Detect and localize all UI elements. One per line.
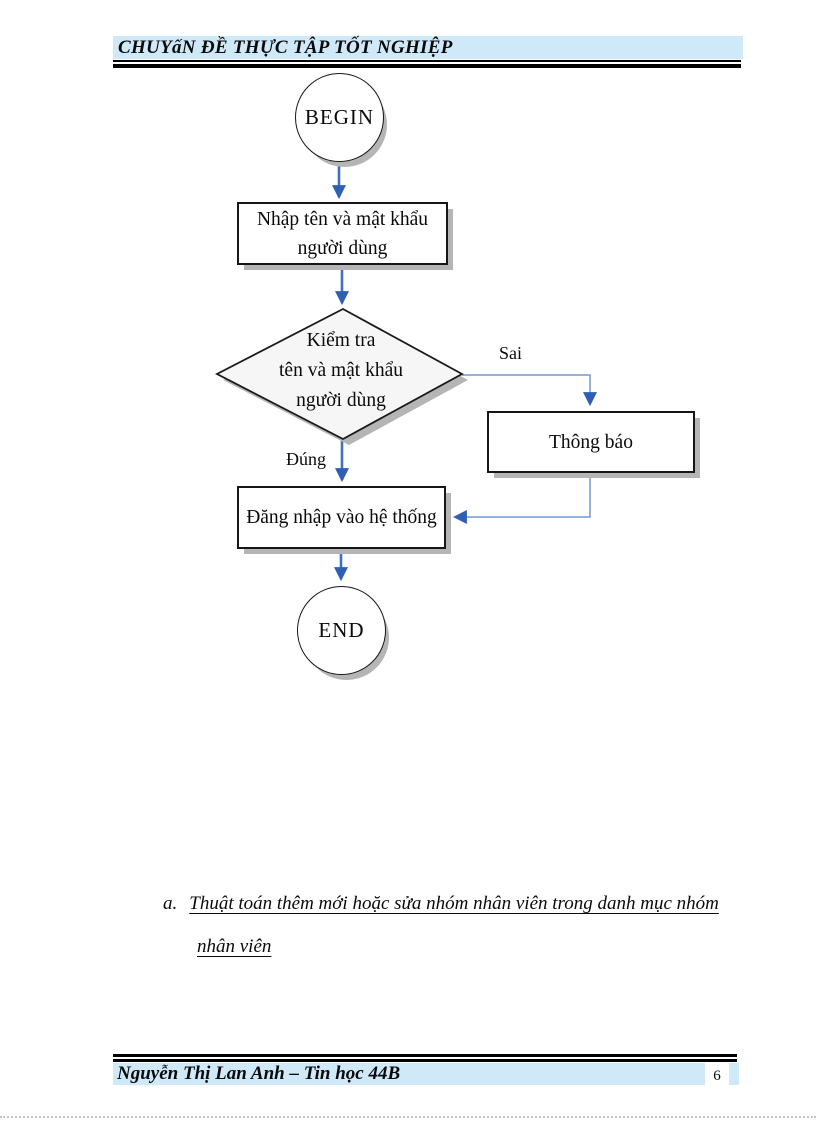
- flowchart-end-node: END: [297, 586, 386, 675]
- page-header-title: CHUYấN ĐỀ THỰC TẬP TỐT NGHIỆP: [118, 37, 453, 58]
- branch-label-sai: Sai: [499, 343, 523, 363]
- flowchart-login-step-node: Đăng nhập vào hệ thống: [237, 486, 446, 549]
- page-footer: Nguyễn Thị Lan Anh – Tin học 44B: [113, 1063, 739, 1085]
- footer-divider: [113, 1054, 737, 1062]
- decision-diamond-shape: [215, 307, 468, 445]
- decision-label: Kiểm tra tên và mật khẩu người dùng: [210, 305, 472, 439]
- caption-line2: nhân viên: [197, 936, 763, 958]
- arrow-notify-to-login: [452, 473, 591, 524]
- flowchart-input-step-node: Nhập tên và mật khẩu người dùng: [237, 202, 448, 265]
- login-step-label: Đăng nhập vào hệ thống: [246, 507, 437, 528]
- caption-list-marker: a.: [163, 893, 178, 914]
- caption-line1: a. Thuật toán thêm mới hoặc sửa nhóm nhân…: [163, 893, 763, 915]
- end-label: END: [318, 618, 365, 642]
- page-break-dotted-line: [0, 1116, 816, 1118]
- notify-step-label: Thông báo: [549, 431, 633, 453]
- branch-label-dung: Đúng: [286, 449, 326, 469]
- header-divider: [113, 60, 741, 68]
- caption-text-line2: nhân viên: [197, 936, 272, 957]
- decision-diamond-outline: [215, 307, 464, 441]
- input-step-line2: người dùng: [297, 237, 388, 259]
- flowchart-notify-step-node: Thông báo: [487, 411, 695, 473]
- input-step-line1: Nhập tên và mật khẩu: [256, 208, 429, 230]
- flowchart-decision-node: Kiểm tra tên và mật khẩu người dùng: [210, 305, 472, 447]
- caption-text-line1: Thuật toán thêm mới hoặc sửa nhóm nhân v…: [189, 893, 719, 914]
- section-caption: a. Thuật toán thêm mới hoặc sửa nhóm nhân…: [163, 893, 763, 958]
- decision-line3: người dùng: [296, 390, 386, 411]
- flowchart-begin-node: BEGIN: [295, 73, 384, 162]
- arrow-decision-to-notify-sai: [462, 374, 597, 407]
- decision-line2: tên và mật khẩu: [279, 360, 403, 381]
- begin-label: BEGIN: [304, 105, 375, 129]
- page-number: 6: [705, 1063, 729, 1090]
- page-header: CHUYấN ĐỀ THỰC TẬP TỐT NGHIỆP: [113, 36, 743, 59]
- decision-line1: Kiểm tra: [306, 330, 376, 351]
- footer-author-text: Nguyễn Thị Lan Anh – Tin học 44B: [117, 1063, 401, 1084]
